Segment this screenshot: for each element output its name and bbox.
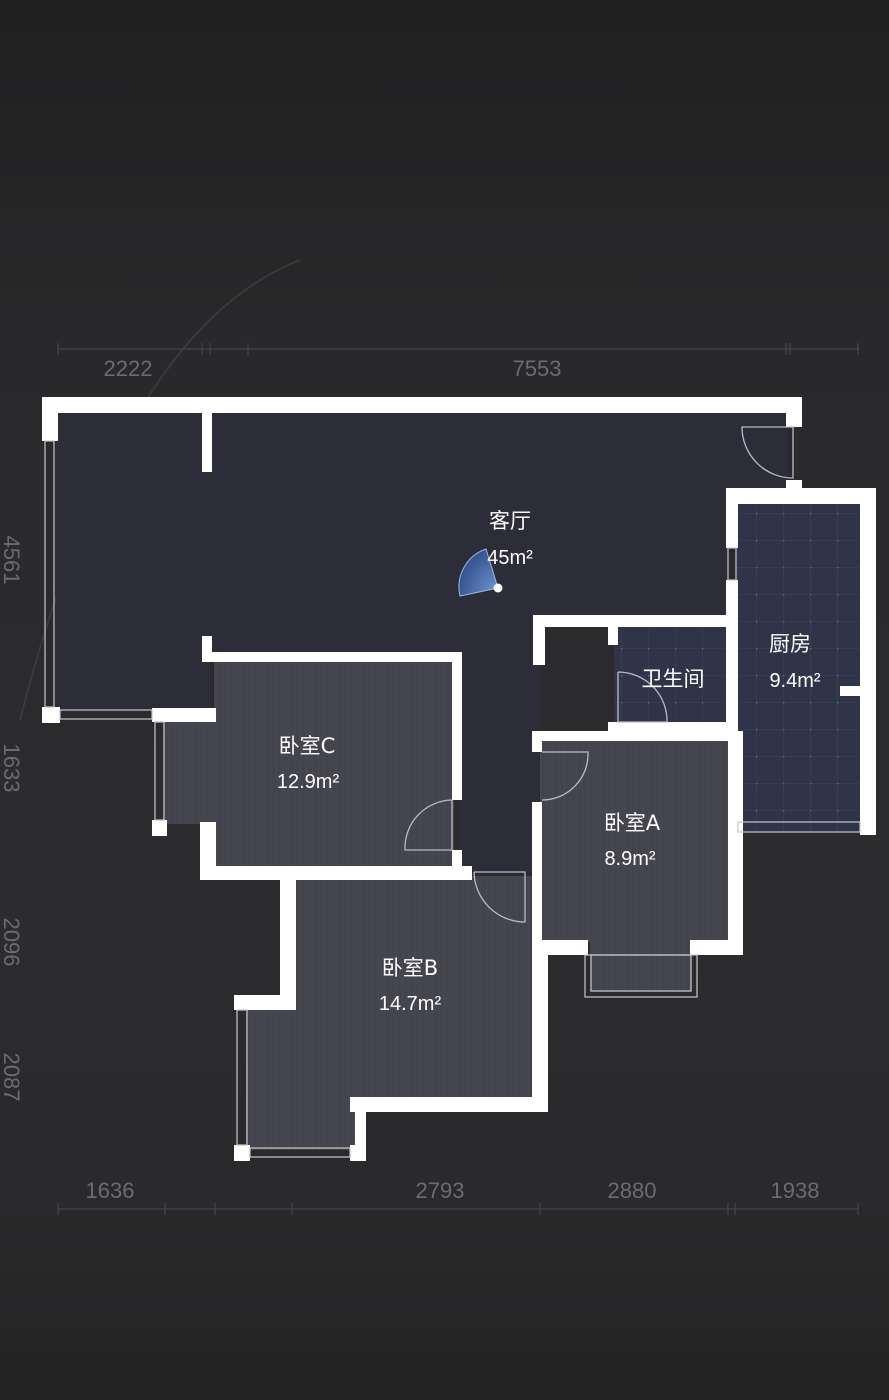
bedroom-c-area: 12.9m² (277, 771, 340, 793)
dim-left-4: 2087 (0, 1053, 24, 1102)
dim-top-1: 2222 (104, 356, 153, 381)
windows (44, 440, 861, 1158)
dim-left-2: 1633 (0, 744, 24, 793)
bedroom-a-area: 8.9m² (604, 848, 655, 870)
living-room-area: 45m² (487, 547, 533, 569)
dim-left-1: 4561 (0, 536, 24, 585)
living-room-floor[interactable] (56, 411, 788, 872)
dim-top-2: 7553 (513, 356, 562, 381)
bedroom-a-floor[interactable] (540, 739, 730, 992)
dim-bottom-4: 1938 (771, 1178, 820, 1203)
top-dimension-line (57, 343, 859, 355)
kitchen-area: 9.4m² (769, 670, 820, 692)
bedroom-c-floor[interactable] (163, 660, 454, 868)
bedroom-c-name: 卧室C (279, 734, 336, 758)
kitchen-name: 厨房 (769, 632, 811, 656)
dim-bottom-1: 1636 (86, 1178, 135, 1203)
dim-left-3: 2096 (0, 918, 24, 967)
bedroom-b-name: 卧室B (382, 956, 438, 980)
living-room-name: 客厅 (489, 509, 531, 533)
bedroom-a-name: 卧室A (604, 811, 661, 835)
camera-dot-icon (493, 583, 503, 593)
kitchen-floor[interactable] (736, 502, 862, 832)
camera-position-marker[interactable] (458, 548, 503, 597)
view-cone-icon (458, 548, 499, 597)
bottom-dimension-line (57, 1203, 859, 1215)
dim-bottom-2: 2793 (416, 1178, 465, 1203)
walls (42, 397, 876, 1161)
bathroom-name: 卫生间 (642, 667, 705, 691)
bedroom-b-floor[interactable] (246, 876, 534, 1150)
bathroom-floor[interactable] (614, 624, 730, 730)
dim-bottom-3: 2880 (608, 1178, 657, 1203)
bedroom-b-area: 14.7m² (379, 993, 442, 1015)
doors (404, 426, 794, 923)
